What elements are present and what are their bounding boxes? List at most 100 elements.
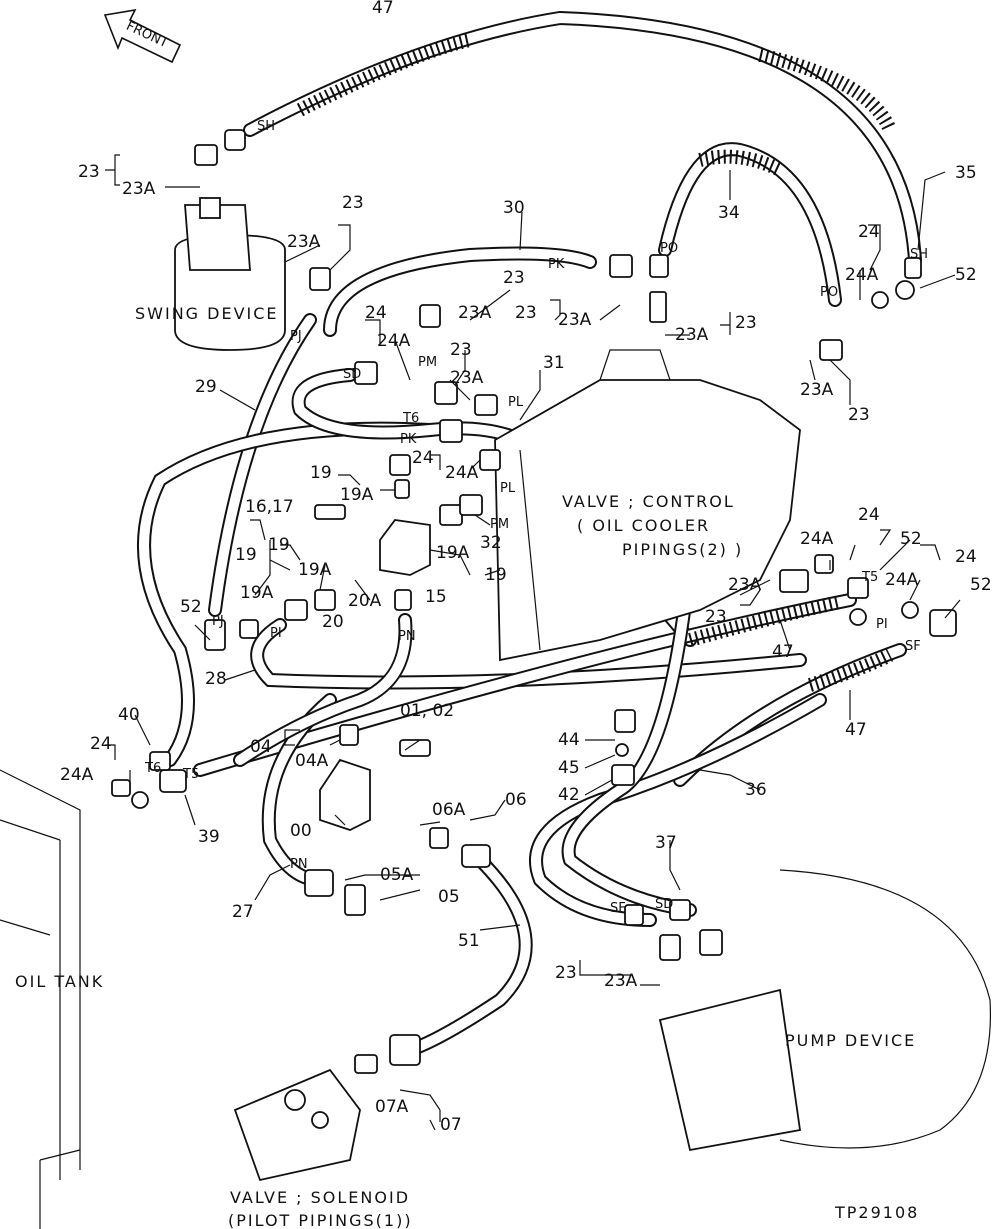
port-label: PJ	[290, 329, 302, 344]
pump-device	[658, 869, 992, 1152]
part-label: 47	[372, 0, 394, 18]
port-label: PI	[270, 626, 282, 641]
part-label: 23	[848, 405, 870, 425]
part-label: 52	[970, 575, 992, 595]
part-label: 30	[503, 198, 525, 218]
part-label: 32	[480, 533, 502, 553]
part-label: 23	[705, 607, 727, 627]
figure-id: TP29108	[834, 1203, 919, 1222]
hose-47-top	[243, 10, 922, 267]
leader-lines	[105, 154, 961, 1131]
port-label: PL	[508, 395, 524, 410]
front-label: FRONT	[124, 19, 171, 51]
label-pump-device: PUMP DEVICE	[785, 1031, 916, 1050]
part-label: 28	[205, 669, 227, 689]
port-label: T5	[861, 570, 878, 585]
part-label: 04	[250, 737, 272, 757]
hose-36	[529, 693, 827, 927]
solenoid-valve	[233, 1068, 361, 1182]
block-00	[319, 758, 371, 831]
part-label: 23A	[122, 179, 156, 199]
port-label: T6	[144, 761, 161, 776]
hose-40	[137, 421, 437, 767]
label-pilot-pipings: (PILOT PIPINGS(1))	[228, 1211, 413, 1229]
part-label: 23	[555, 963, 577, 983]
port-label: PN	[398, 629, 416, 644]
part-label: 16,17	[245, 497, 294, 517]
port-label: PO	[820, 285, 838, 300]
port-label: SF	[610, 901, 626, 916]
hose-37	[561, 553, 697, 917]
part-label: 23A	[450, 368, 484, 388]
port-label: PI	[876, 617, 888, 632]
label-valve-solenoid: VALVE ; SOLENOID	[230, 1188, 410, 1207]
oil-tank	[0, 769, 81, 1229]
port-label: T5	[182, 767, 199, 782]
part-label: 24	[365, 303, 387, 323]
part-numbers: 47 35 34 30 31 29 28 27 40 39 36 37 51 4…	[60, 0, 992, 1135]
part-label: 20	[322, 612, 344, 632]
part-label: 37	[655, 833, 677, 853]
port-label: PO	[660, 241, 678, 256]
part-label: 23A	[458, 303, 492, 323]
part-label: 24A	[800, 529, 834, 549]
part-label: 20A	[348, 591, 382, 611]
port-label: SD	[655, 897, 673, 912]
part-label: 34	[718, 203, 740, 223]
port-label: SF	[905, 639, 921, 654]
part-label: 24A	[845, 265, 879, 285]
part-label: 07	[440, 1115, 462, 1135]
port-label: PM	[418, 355, 437, 370]
fittings	[111, 129, 957, 1074]
hose-30	[323, 246, 597, 337]
part-label: 23	[342, 193, 364, 213]
part-label: 39	[198, 827, 220, 847]
part-label: 19	[235, 545, 257, 565]
port-label: PK	[400, 432, 417, 447]
part-label: 36	[745, 780, 767, 800]
hose-47-lower	[193, 593, 907, 787]
label-pipings-2: PIPINGS(2) )	[622, 540, 743, 559]
part-label: 05	[438, 887, 460, 907]
part-label: 23A	[728, 575, 762, 595]
part-label: 19	[310, 463, 332, 483]
part-label: 52	[180, 597, 202, 617]
part-label: 15	[425, 587, 447, 607]
part-label: 29	[195, 377, 217, 397]
hose-pn	[233, 613, 413, 767]
part-label: 19A	[240, 583, 274, 603]
port-labels: SH SH PK PK PO PO PJ PJ SD SD PM PM PL P…	[144, 119, 928, 916]
part-label: 44	[558, 730, 580, 750]
part-label: 23	[515, 303, 537, 323]
part-label: 23A	[675, 325, 709, 345]
port-label: PJ	[212, 614, 224, 629]
part-label: 42	[558, 785, 580, 805]
part-label: 24A	[60, 765, 94, 785]
part-label: 27	[232, 902, 254, 922]
part-label: 19A	[340, 485, 374, 505]
part-label: 04A	[295, 751, 329, 771]
part-label: 35	[955, 163, 977, 183]
part-label: 24	[412, 448, 434, 468]
part-label: 24A	[377, 331, 411, 351]
part-label: 24	[955, 547, 977, 567]
block-15	[379, 519, 431, 576]
label-oil-cooler: ( OIL COOLER	[577, 516, 710, 535]
control-valve	[494, 349, 801, 662]
port-label: T6	[402, 411, 419, 426]
hose-51	[403, 853, 533, 1057]
part-label: 00	[290, 821, 312, 841]
part-label: 24A	[885, 570, 919, 590]
port-label: PM	[490, 517, 509, 532]
port-label: PK	[548, 257, 565, 272]
swing-device	[174, 197, 286, 351]
part-label: 52	[900, 529, 922, 549]
part-label: 01, 02	[400, 701, 454, 721]
hose-29	[208, 313, 317, 617]
front-arrow: FRONT	[103, 8, 182, 64]
part-label: 24	[858, 505, 880, 525]
part-label: 47	[845, 720, 867, 740]
part-label: 05A	[380, 865, 414, 885]
part-label: 07A	[375, 1097, 409, 1117]
